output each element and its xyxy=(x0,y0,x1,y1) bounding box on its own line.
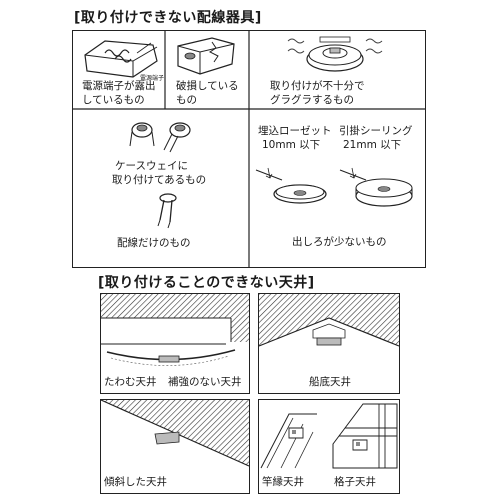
section2-title: [取り付けることのできない天井] xyxy=(98,275,315,291)
boat-bottom-label: 船底天井 xyxy=(309,376,351,388)
rosette-label-1: 埋込ローゼット xyxy=(258,125,332,137)
pole-lattice-illustration xyxy=(260,403,398,469)
pole-edge-label: 竿縁天井 xyxy=(262,476,304,488)
sloped-cell xyxy=(100,399,250,494)
damaged-label-2: もの xyxy=(176,94,197,106)
damaged-label-1: 破損している xyxy=(176,80,239,92)
boat-bottom-illustration xyxy=(258,294,400,347)
loose-device-illustration xyxy=(287,36,383,72)
small-margin-illustration xyxy=(255,167,413,207)
caseway-label-2: 取り付けてあるもの xyxy=(112,174,207,186)
damaged-device-illustration xyxy=(177,37,235,75)
small-margin-label: 出しろが少ないもの xyxy=(292,236,387,248)
lattice-label: 格子天井 xyxy=(334,476,376,488)
wiring-only-label: 配線だけのもの xyxy=(117,237,191,249)
terminal-exposed-illustration xyxy=(84,40,158,78)
terminal-exposed-label-2: しているもの xyxy=(82,94,145,106)
rosette-label-2: 10mm 以下 xyxy=(262,139,321,151)
caseway-label-1: ケースウェイに xyxy=(115,160,188,172)
loose-label-1: 取り付けが不十分で xyxy=(270,80,365,92)
loose-label-2: グラグラするもの xyxy=(270,94,354,106)
sloped-illustration xyxy=(100,399,250,467)
sagging-label: たわむ天井 xyxy=(104,376,157,388)
terminal-callout: 電源端子 xyxy=(140,75,165,82)
ceiling-label-1: 引掛シーリング xyxy=(339,125,413,137)
sloped-label: 傾斜した天井 xyxy=(104,476,167,488)
terminal-exposed-label-1: 電源端子が露出 xyxy=(82,80,156,92)
section1-title: [取り付けできない配線器具] xyxy=(74,10,262,26)
sagging-ceiling-illustration xyxy=(101,294,249,366)
pole-lattice-cell xyxy=(258,399,400,494)
wiring-only-illustration xyxy=(157,193,177,229)
unreinforced-label: 補強のない天井 xyxy=(168,376,242,388)
caseway-illustration xyxy=(129,122,191,153)
ceiling-label-2: 21mm 以下 xyxy=(343,139,402,151)
boat-bottom-cell xyxy=(258,293,400,394)
sagging-ceiling-cell xyxy=(100,293,250,394)
